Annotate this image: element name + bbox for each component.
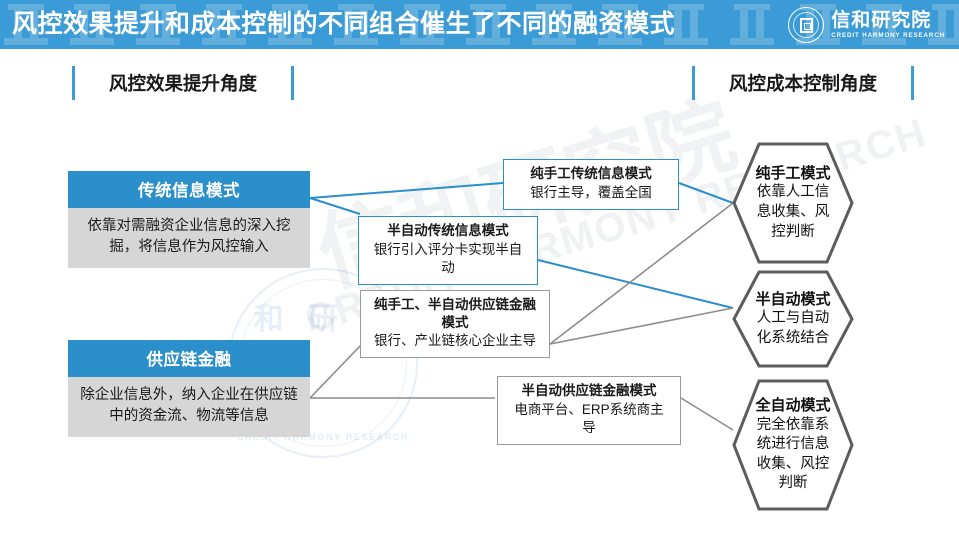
logo-name-cn: 信和研究院 [831,9,932,31]
middle-box-manual-semiauto-supply-chain-title: 纯手工、半自动供应链金融模式 [374,297,536,330]
section-bar-left-start [72,66,75,100]
logo-name-en: CREDIT HARMONY RESEARCH [831,31,945,39]
section-heading-right: 风控成本控制角度 [692,66,915,100]
left-card-traditional[interactable]: 传统信息模式 依靠对需融资企业信息的深入挖掘，将信息作为风控输入 [68,171,310,269]
left-card-traditional-title: 传统信息模式 [68,171,310,208]
hexagon-semiauto-mode[interactable]: 半自动模式 人工与自动化系统结合 [731,269,855,369]
middle-box-manual-traditional[interactable]: 纯手工传统信息模式 银行主导，覆盖全国 [503,159,679,210]
section-bar-right-end [911,66,915,100]
page-title: 风控效果提升和成本控制的不同组合催生了不同的融资模式 [12,10,676,38]
middle-box-manual-semiauto-supply-chain-sub: 银行、产业链核心企业主导 [374,333,536,349]
hexagon-fullauto-mode[interactable]: 全自动模式 完全依靠系统进行信息收集、风控判断 [731,378,855,512]
left-card-supply-chain-title: 供应链金融 [68,340,310,377]
hexagon-fullauto-sub: 完全依靠系统进行信息收集、风控判断 [756,416,830,492]
middle-box-semiauto-supply-chain-title: 半自动供应链金融模式 [521,383,657,398]
middle-box-semiauto-traditional[interactable]: 半自动传统信息模式 银行引入评分卡实现半自动 [358,216,538,285]
middle-box-semiauto-supply-chain-sub: 电商平台、ERP系统商主导 [514,401,664,435]
middle-box-semiauto-supply-chain[interactable]: 半自动供应链金融模式 电商平台、ERP系统商主导 [497,376,681,445]
middle-box-manual-semiauto-supply-chain[interactable]: 纯手工、半自动供应链金融模式 银行、产业链核心企业主导 [360,290,550,359]
hexagon-shape-manual [732,142,854,264]
left-card-supply-chain-body: 除企业信息外，纳入企业在供应链中的资金流、物流等信息 [68,377,310,438]
section-bar-right-start [692,66,695,100]
brand-logo: 信和研究院 CREDIT HARMONY RESEARCH [788,5,945,45]
hexagon-shape-fullauto [732,379,854,511]
section-bar-left-end [291,66,295,100]
hexagon-shape-semiauto [732,270,854,368]
left-card-traditional-body: 依靠对需融资企业信息的深入挖掘，将信息作为风控输入 [68,208,310,269]
hexagon-fullauto-title: 全自动模式 [755,397,831,415]
hexagon-manual-sub: 依靠人工信息收集、风控判断 [756,184,830,240]
section-label-right: 风控成本控制角度 [729,73,878,94]
slide-header: 风控效果提升和成本控制的不同组合催生了不同的融资模式 信和研究院 CREDIT … [0,0,959,49]
hexagon-manual-mode[interactable]: 纯手工模式 依靠人工信息收集、风控判断 [731,141,855,265]
hexagon-semiauto-sub: 人工与自动化系统结合 [756,310,830,346]
middle-box-manual-traditional-sub: 银行主导，覆盖全国 [530,184,652,200]
hexagon-semiauto-title: 半自动模式 [755,290,831,308]
middle-box-manual-traditional-title: 纯手工传统信息模式 [530,166,652,181]
middle-box-semiauto-traditional-title: 半自动传统信息模式 [387,223,509,238]
middle-box-semiauto-traditional-sub: 银行引入评分卡实现半自动 [373,241,523,275]
left-card-supply-chain[interactable]: 供应链金融 除企业信息外，纳入企业在供应链中的资金流、物流等信息 [68,340,310,438]
section-label-left: 风控效果提升角度 [109,73,258,94]
logo-seal-icon [788,7,825,43]
hexagon-manual-title: 纯手工模式 [755,164,831,182]
section-heading-left: 风控效果提升角度 [72,66,295,100]
